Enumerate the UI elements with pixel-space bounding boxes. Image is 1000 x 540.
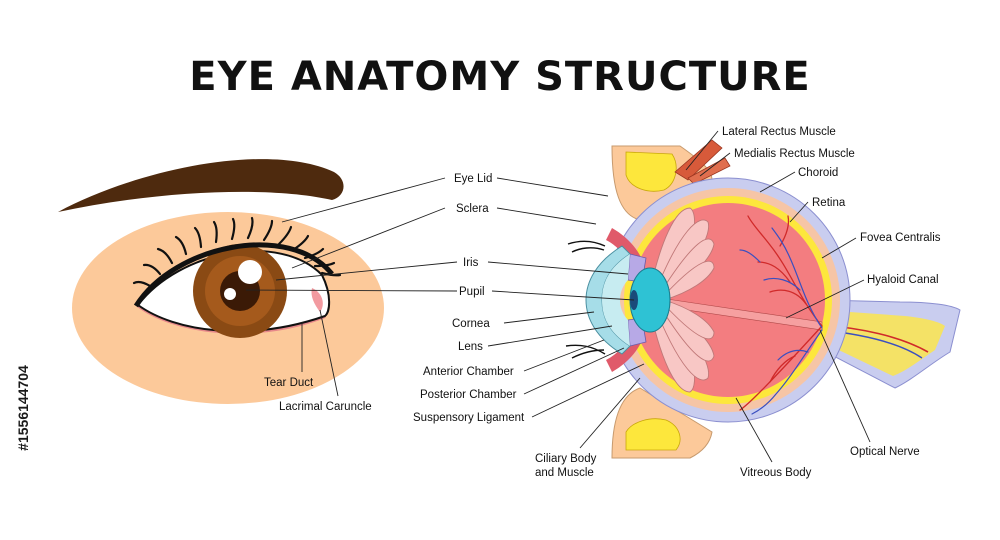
eye-cross-section [565,139,961,459]
label-iris: Iris [463,257,479,269]
label-anterior-chamber: Anterior Chamber [423,366,514,378]
label-optical-nerve: Optical Nerve [850,446,920,458]
label-vitreous: Vitreous Body [740,467,812,479]
leader-lines [245,130,871,463]
label-hyaloid: Hyaloid Canal [867,274,939,286]
label-lens: Lens [458,341,483,353]
optic-nerve-core [822,310,945,376]
label-posterior-chamber: Posterior Chamber [420,389,517,401]
page-title: EYE ANATOMY STRUCTURE [189,54,810,100]
section-eyelashes [565,240,606,359]
label-medialis-rectus: Medialis Rectus Muscle [734,148,855,160]
label-ciliary-line2: and Muscle [535,467,594,479]
label-eye-lid: Eye Lid [454,173,492,185]
label-tear-duct: Tear Duct [264,377,314,389]
label-fovea: Fovea Centralis [860,232,941,244]
label-pupil: Pupil [459,286,485,298]
label-cornea: Cornea [452,318,490,330]
stock-id: #1556144704 [15,365,31,451]
label-ciliary-line1: Ciliary Body [535,453,597,465]
eyelashes [132,216,342,288]
upper-fat [625,151,677,192]
upper-lid-line [133,242,334,308]
iris-highlight-small [224,288,236,300]
label-retina: Retina [812,197,846,209]
medialis-rectus-muscle [687,157,731,185]
label-lacrimal-caruncle: Lacrimal Caruncle [279,401,372,413]
retinal-vessels-red [739,215,823,411]
label-sclera: Sclera [456,203,489,215]
lower-fat [625,418,681,451]
labels: Tear Duct Lacrimal Caruncle Eye Lid Scle… [264,126,941,479]
label-choroid: Choroid [798,167,838,179]
lateral-rectus-muscle [674,139,723,181]
label-suspensory-ligament: Suspensory Ligament [413,412,525,424]
external-eye [58,159,384,404]
caruncle [311,288,323,312]
eyebrow [58,159,344,212]
anterior-chamber [602,254,630,346]
label-lateral-rectus: Lateral Rectus Muscle [722,126,836,138]
retinal-vessels-blue [739,227,823,415]
iris-highlight-large [238,260,262,284]
